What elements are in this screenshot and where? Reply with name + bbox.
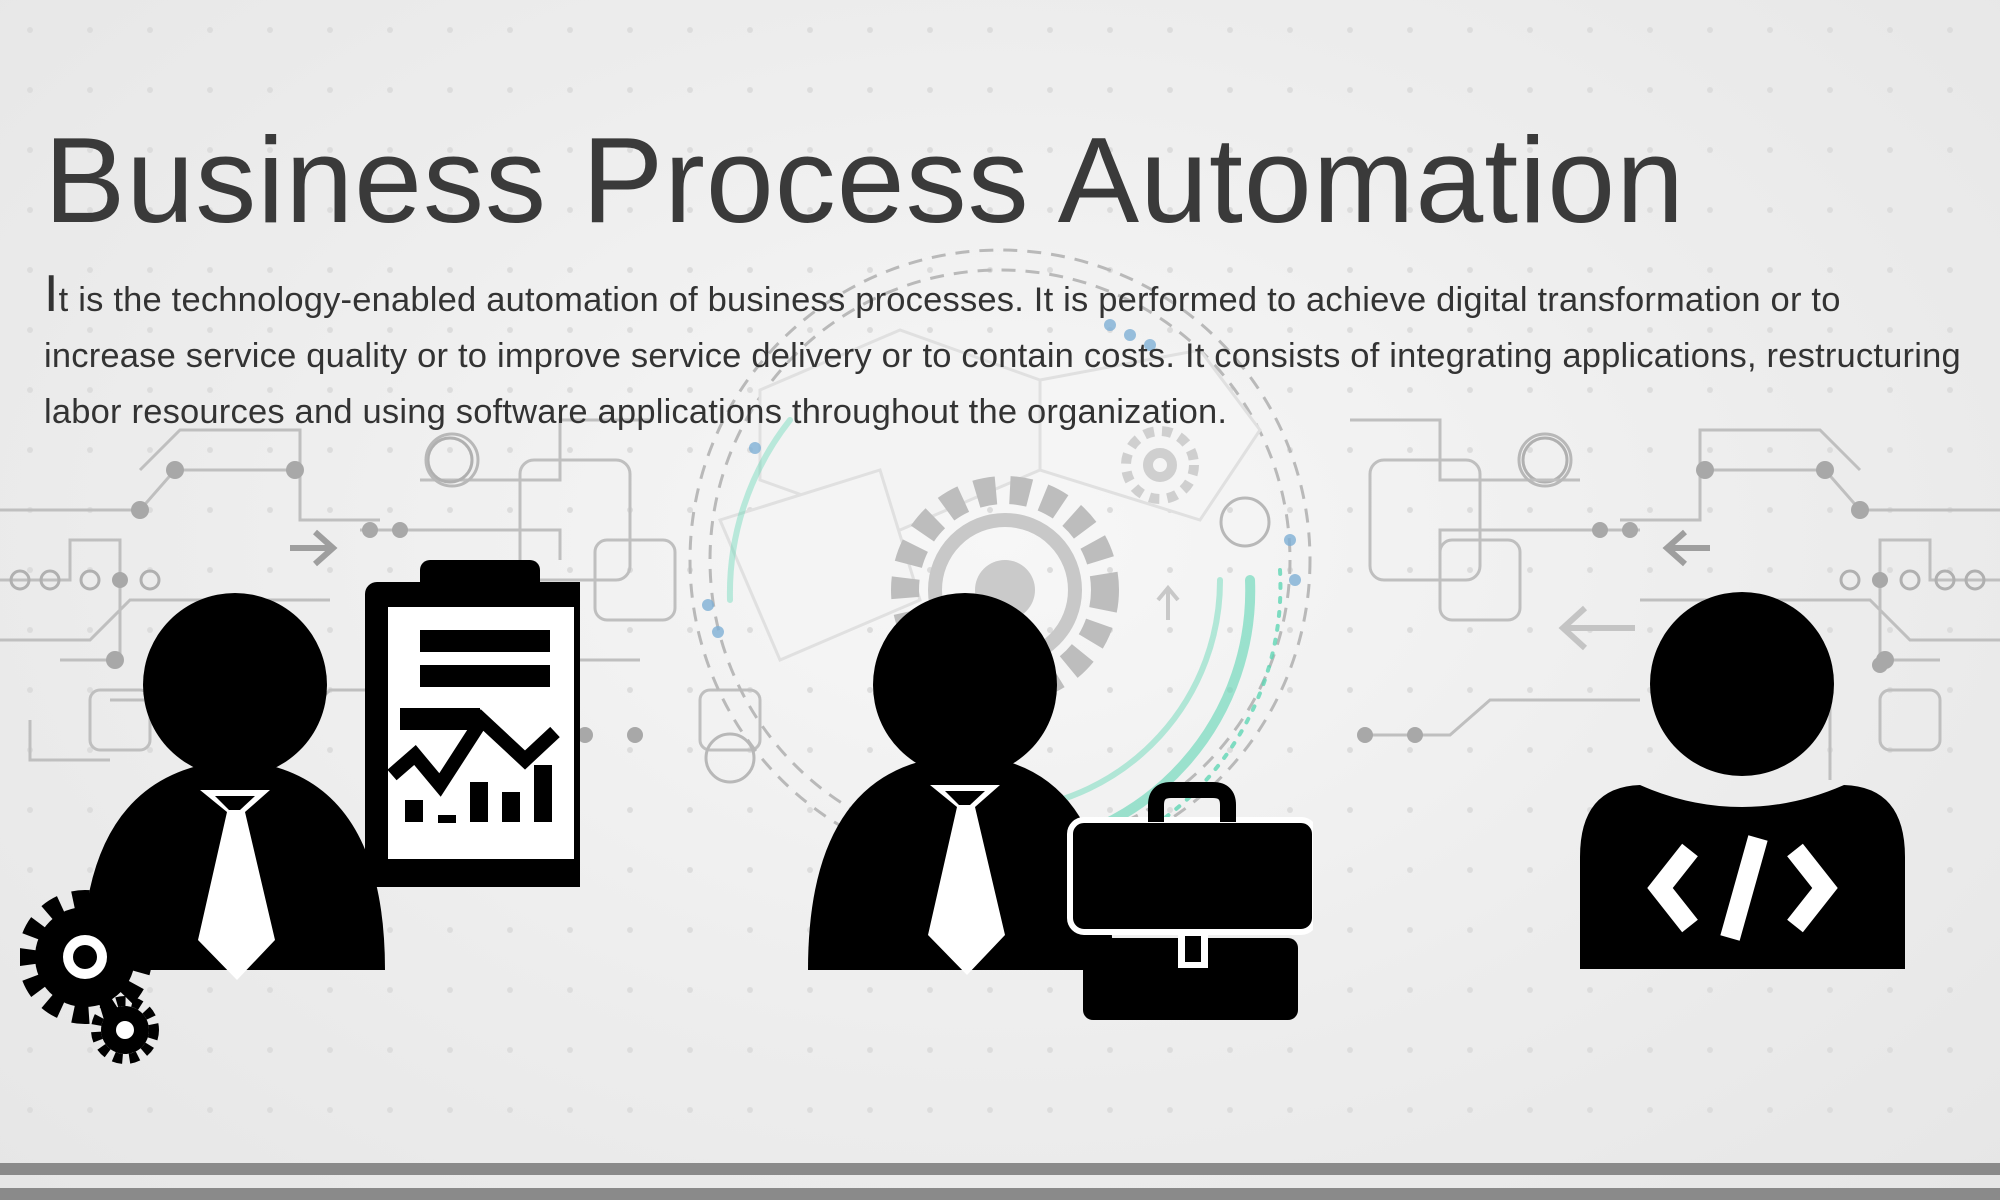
gears-icon (20, 890, 152, 1024)
bottom-bar-upper (0, 1163, 2000, 1175)
business-manager-icon (808, 593, 1313, 1020)
description-text: It is the technology-enabled automation … (44, 268, 1979, 440)
person-icon (808, 593, 1113, 975)
bottom-bar-lower (0, 1188, 2000, 1200)
code-brackets-icon (1647, 835, 1838, 941)
briefcase-icon (1067, 782, 1313, 1020)
clipboard-chart-icon (365, 560, 580, 887)
developer-icon (1580, 592, 1905, 969)
business-analyst-icon (20, 560, 580, 1064)
person-icon (82, 593, 385, 980)
description-body: t is the technology-enabled automation o… (44, 281, 1961, 431)
grey-gear (891, 476, 1119, 704)
page-title: Business Process Automation (44, 112, 1685, 248)
drop-cap: I (44, 265, 59, 323)
